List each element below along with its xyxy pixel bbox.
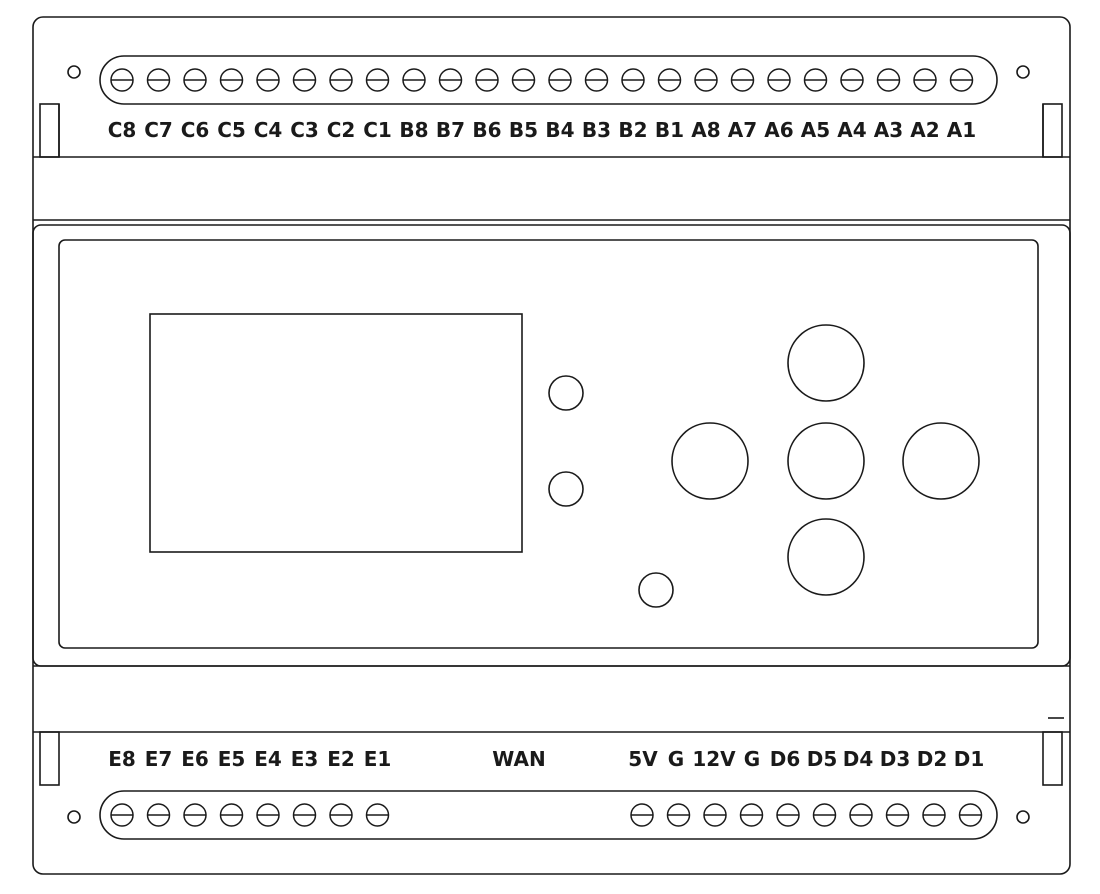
terminal-label: E7 xyxy=(145,747,173,771)
terminal-label: E8 xyxy=(108,747,136,771)
terminal-label: B5 xyxy=(509,118,538,142)
terminal-label: D2 xyxy=(917,747,948,771)
terminal-label: B6 xyxy=(472,118,501,142)
top-flange-right xyxy=(1042,103,1063,158)
top-terminal-strip xyxy=(99,55,998,105)
mount-hole-bottom-right xyxy=(1016,810,1030,824)
led-indicator-2 xyxy=(548,471,584,507)
terminal-label: C3 xyxy=(290,118,319,142)
terminal-label: E4 xyxy=(254,747,282,771)
terminal-label: C7 xyxy=(144,118,173,142)
top-terminal-labels: C8 C7 C6 C5 C4 C3 C2 C1 B8 B7 B6 B5 B4 B3 B2 B1 A8 A7 A6 A5… xyxy=(108,118,977,142)
terminal-label: E6 xyxy=(181,747,209,771)
terminal-label: C5 xyxy=(217,118,246,142)
terminal-label: 5V xyxy=(628,747,658,771)
bottom-left-terminal-labels: E8 E7 E6 E5 E4 E3 E2 E1 xyxy=(108,747,391,771)
terminal-label: B1 xyxy=(655,118,684,142)
terminal-label: 12V xyxy=(692,747,736,771)
front-panel-outer xyxy=(32,224,1071,667)
terminal-label: D6 xyxy=(770,747,801,771)
led-indicator-3 xyxy=(638,572,674,608)
top-flange-left xyxy=(39,103,60,158)
terminal-label: A5 xyxy=(801,118,830,142)
button-up xyxy=(787,324,865,402)
terminal-label: G xyxy=(744,747,760,771)
terminal-label: B2 xyxy=(618,118,647,142)
terminal-label: A1 xyxy=(947,118,976,142)
terminal-label: C8 xyxy=(108,118,137,142)
terminal-label: A4 xyxy=(837,118,866,142)
terminal-label: B8 xyxy=(399,118,428,142)
bottom-flange-left xyxy=(39,731,60,786)
terminal-label: A6 xyxy=(764,118,793,142)
terminal-label: A2 xyxy=(910,118,939,142)
terminal-label: C1 xyxy=(363,118,392,142)
terminal-label: C2 xyxy=(327,118,356,142)
terminal-label: E1 xyxy=(364,747,392,771)
housing-outline xyxy=(32,16,1071,875)
terminal-label: B7 xyxy=(436,118,465,142)
button-right xyxy=(902,422,980,500)
terminal-label: B4 xyxy=(545,118,574,142)
top-terminal-screws xyxy=(110,68,974,92)
terminal-label: A8 xyxy=(691,118,720,142)
terminal-label: D1 xyxy=(954,747,985,771)
mount-hole-top-right xyxy=(1016,65,1030,79)
led-indicator-1 xyxy=(548,375,584,411)
terminal-label: A3 xyxy=(874,118,903,142)
wan-label: WAN xyxy=(492,747,545,771)
terminal-label: E2 xyxy=(327,747,355,771)
terminal-label: B3 xyxy=(582,118,611,142)
terminal-label: C4 xyxy=(254,118,283,142)
mount-hole-bottom-left xyxy=(67,810,81,824)
bottom-right-terminal-screws xyxy=(630,803,983,827)
terminal-label: D4 xyxy=(843,747,874,771)
button-down xyxy=(787,518,865,596)
terminal-label: C6 xyxy=(181,118,210,142)
front-panel-inner xyxy=(58,239,1039,649)
bottom-left-terminal-screws xyxy=(110,803,390,827)
button-left xyxy=(671,422,749,500)
terminal-label: A7 xyxy=(728,118,757,142)
terminal-label: E5 xyxy=(218,747,246,771)
bottom-terminal-strip xyxy=(99,790,998,840)
mount-hole-top-left xyxy=(67,65,81,79)
bottom-flange-right xyxy=(1042,731,1063,786)
terminal-label: E3 xyxy=(291,747,319,771)
terminal-label: G xyxy=(668,747,684,771)
button-center xyxy=(787,422,865,500)
display-window xyxy=(149,313,523,553)
terminal-label: D3 xyxy=(880,747,911,771)
terminal-label: D5 xyxy=(807,747,838,771)
